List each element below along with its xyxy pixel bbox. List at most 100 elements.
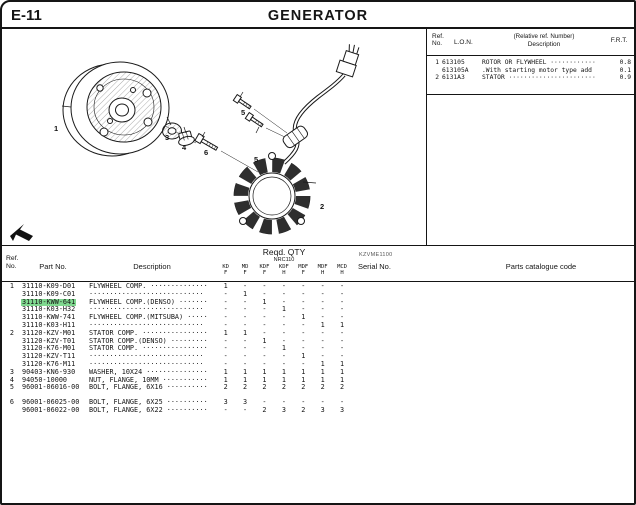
row-qty: - <box>243 344 248 353</box>
parts-table: Ref. No. Part No. Description Reqd. QTY … <box>2 245 634 503</box>
table-row: 31110-K03-H32 ··························… <box>2 306 634 314</box>
row-qty: - <box>223 336 228 345</box>
row-description: WASHER, 10X24 ··············· <box>89 368 208 376</box>
exploded-diagram: 1 3 4 6 5 5 2 KZVME1100 <box>2 27 426 258</box>
row-part-no[interactable]: 94050-10000 <box>22 375 68 384</box>
flywheel-illustration <box>62 61 170 157</box>
bolt-6-illustration <box>194 132 219 151</box>
table-row: 2 31120-KZV-M01 STATOR COMP. ···········… <box>2 328 634 338</box>
row-qty: - <box>243 320 248 329</box>
row-description: ···························· <box>89 306 204 314</box>
description-header: Description <box>133 262 171 271</box>
row-qty: - <box>301 344 306 353</box>
callout-5a: 5 <box>241 108 246 117</box>
table-row: 31110-KWW-641 FLYWHEEL COMP.(DENSO) ····… <box>2 297 634 307</box>
row-part-no[interactable]: 31110-KWW-641 <box>21 297 77 307</box>
row-part-no[interactable]: 96001-06016-00 <box>22 383 80 392</box>
row-qty: - <box>281 320 286 329</box>
row-qty: 3 <box>320 405 325 414</box>
row-qty: - <box>223 320 228 329</box>
callout-5b: 5 <box>254 155 259 164</box>
row-qty: 1 <box>320 367 325 376</box>
row-part-no[interactable]: 31110-KWW-741 <box>22 313 76 322</box>
row-part-no[interactable]: 31120-KZV-T11 <box>22 352 76 361</box>
row-qty: - <box>301 289 306 298</box>
row-description: BOLT, FLANGE, 6X22 ·········· <box>89 406 208 414</box>
row-qty: 1 <box>281 305 286 314</box>
row-qty: - <box>262 320 267 329</box>
row-part-no[interactable]: 31120-K76-M11 <box>22 359 76 368</box>
callout-1: 1 <box>54 124 59 133</box>
row-qty: 1 <box>281 375 286 384</box>
row-qty: - <box>339 352 345 361</box>
reference-table-rows: 1 613105 ROTOR OR FLYWHEEL ············ … <box>427 56 634 82</box>
row-qty: - <box>243 282 248 290</box>
row-qty: - <box>243 352 248 361</box>
row-qty: 3 <box>243 398 248 407</box>
lon-header: L.O.N. <box>454 39 473 46</box>
row-qty: 1 <box>281 367 286 376</box>
callout-6: 6 <box>204 148 209 157</box>
row-qty: - <box>339 282 345 290</box>
row-part-no[interactable]: 31120-K76-M01 <box>22 344 76 353</box>
front-direction-arrow-icon <box>10 224 33 241</box>
row-qty: - <box>301 359 306 368</box>
row-qty: - <box>223 352 228 361</box>
row-qty: - <box>243 405 248 414</box>
row-qty: 1 <box>320 375 325 384</box>
row-part-no[interactable]: 31110-K09-C01 <box>22 289 76 298</box>
reference-table: Ref. No. L.O.N. (Relative ref. Number) D… <box>427 27 634 95</box>
row-qty: - <box>223 297 228 306</box>
row-qty: - <box>262 398 267 407</box>
row-description: NUT, FLANGE, 10MM ··········· <box>89 376 208 384</box>
row-qty: - <box>301 320 306 329</box>
table-row: 31110-K03-H11 ··························… <box>2 320 634 330</box>
row-qty: - <box>262 344 267 353</box>
row-qty: 1 <box>223 375 228 384</box>
reference-row: 613105A .With starting motor type add 0.… <box>442 66 631 74</box>
row-ref-no: 3 <box>9 367 14 376</box>
row-qty: - <box>339 313 345 322</box>
callout-2: 2 <box>320 202 325 211</box>
row-qty: - <box>339 328 345 337</box>
row-qty: - <box>320 289 325 298</box>
row-qty: 1 <box>301 375 306 384</box>
row-qty: 2 <box>301 383 306 392</box>
row-qty: 1 <box>301 313 306 322</box>
row-qty: - <box>223 359 228 368</box>
reference-table-header: Ref. No. L.O.N. (Relative ref. Number) D… <box>427 27 634 56</box>
frt-header: F.R.T. <box>610 37 628 44</box>
row-part-no[interactable]: 31120-KZV-T01 <box>22 336 76 345</box>
row-qty: - <box>320 398 325 407</box>
part-no-header: Part No. <box>39 262 67 271</box>
row-part-no[interactable]: 31110-K09-D01 <box>22 282 76 290</box>
row-part-no[interactable]: 31110-K03-H11 <box>22 320 76 329</box>
row-qty: - <box>301 305 306 314</box>
row-qty: 2 <box>281 383 286 392</box>
row-qty: - <box>243 305 248 314</box>
row-qty: - <box>339 305 345 314</box>
washer-illustration <box>162 122 182 140</box>
row-ref-no: 2 <box>9 328 14 337</box>
row-part-no[interactable]: 31110-K03-H32 <box>22 305 76 314</box>
row-qty: - <box>339 344 345 353</box>
table-row: 3 90403-KN6-930 WASHER, 10X24 ··········… <box>2 367 634 377</box>
row-qty: - <box>320 328 325 337</box>
row-qty: - <box>320 313 325 322</box>
model-code-header: NRC110 <box>273 257 295 263</box>
row-part-no[interactable]: 90403-KN6-930 <box>22 367 76 376</box>
row-qty: 1 <box>301 352 306 361</box>
row-qty: - <box>281 289 286 298</box>
serial-no-header: Serial No. <box>358 262 391 271</box>
row-part-no[interactable]: 96001-06022-00 <box>22 405 80 414</box>
row-part-no[interactable]: 31120-KZV-M01 <box>22 328 76 337</box>
row-part-no[interactable]: 96001-06025-00 <box>22 398 80 407</box>
row-qty: 1 <box>223 282 228 290</box>
row-qty: 1 <box>339 375 345 384</box>
callout-4: 4 <box>182 143 187 152</box>
row-qty: - <box>320 344 325 353</box>
